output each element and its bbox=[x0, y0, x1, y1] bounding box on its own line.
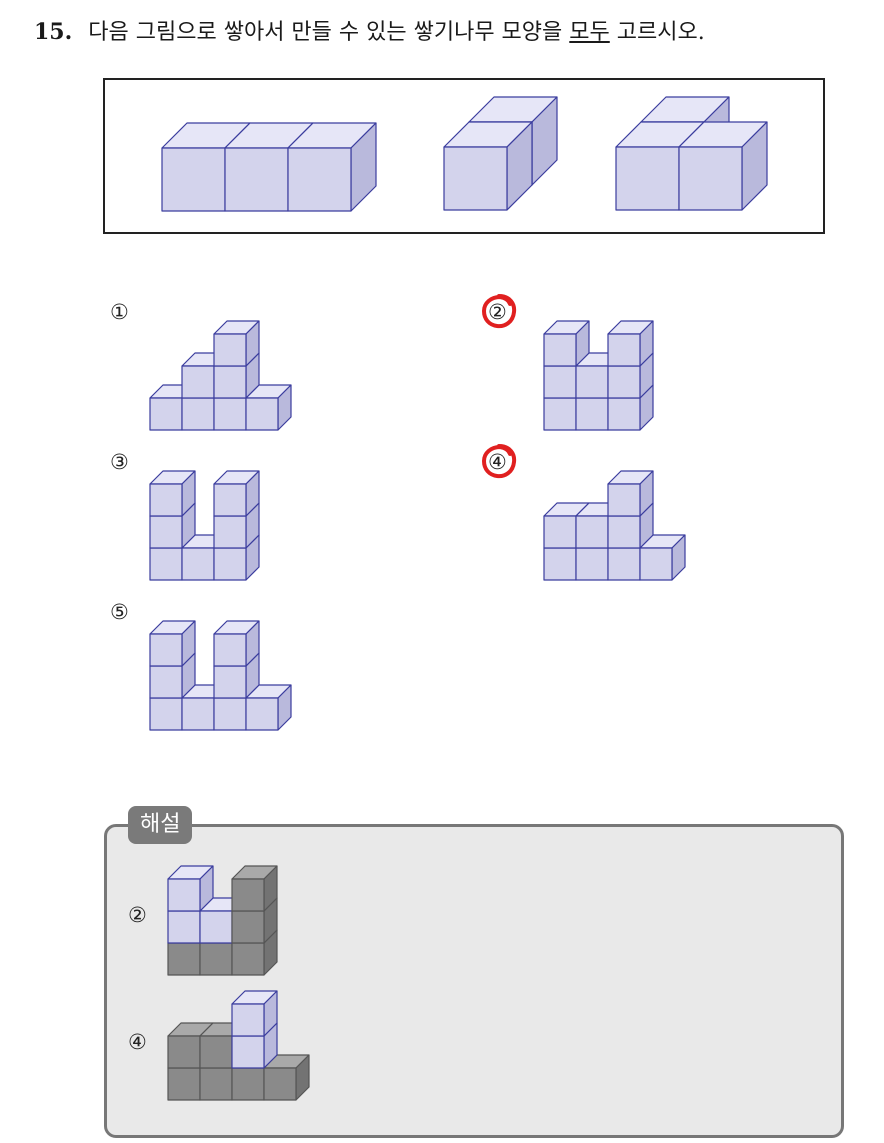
cube bbox=[231, 865, 278, 912]
cube bbox=[149, 620, 196, 667]
given-pieces-frame bbox=[103, 78, 825, 234]
question-text: 다음 그림으로 쌓아서 만들 수 있는 쌓기나무 모양을 모두 고르시오. bbox=[88, 20, 705, 45]
piece-two-deep bbox=[443, 96, 558, 211]
cube bbox=[213, 470, 260, 517]
emphasis-underline: 모두 bbox=[569, 20, 610, 45]
cube bbox=[167, 865, 214, 912]
solution-4-shape bbox=[167, 990, 310, 1101]
solution-4-marker: ④ bbox=[128, 1030, 147, 1054]
option-4-marker[interactable]: ④ bbox=[488, 450, 507, 474]
option-1-shape[interactable] bbox=[140, 310, 310, 440]
option-3-marker[interactable]: ③ bbox=[110, 450, 129, 474]
option-5-shape[interactable] bbox=[140, 610, 310, 740]
option-2-marker[interactable]: ② bbox=[488, 300, 507, 324]
cube bbox=[231, 990, 278, 1037]
question-line: 15. 다음 그림으로 쌓아서 만들 수 있는 쌓기나무 모양을 모두 고르시오. bbox=[34, 14, 705, 46]
cube bbox=[443, 121, 533, 211]
cube bbox=[543, 320, 590, 367]
question-number: 15. bbox=[34, 19, 73, 45]
option-5-marker[interactable]: ⑤ bbox=[110, 600, 129, 624]
answer-circle-4 bbox=[481, 444, 517, 479]
cube bbox=[287, 122, 377, 212]
option-4-shape[interactable] bbox=[534, 460, 704, 590]
solution-tag: 해설 bbox=[128, 806, 193, 844]
option-2-shape[interactable] bbox=[534, 310, 674, 440]
cube bbox=[149, 470, 196, 517]
cube bbox=[607, 470, 654, 517]
piece-l-shape bbox=[615, 96, 768, 211]
cube bbox=[245, 684, 292, 731]
cube bbox=[245, 384, 292, 431]
cube bbox=[678, 121, 768, 211]
option-3-shape[interactable] bbox=[140, 460, 280, 590]
cube bbox=[607, 320, 654, 367]
cube bbox=[213, 620, 260, 667]
cube bbox=[639, 534, 686, 581]
cube bbox=[263, 1054, 310, 1101]
option-1-marker[interactable]: ① bbox=[110, 300, 129, 324]
piece-three-in-row bbox=[161, 122, 377, 212]
solution-2-marker: ② bbox=[128, 903, 147, 927]
solution-2-shape bbox=[167, 865, 278, 976]
cube bbox=[213, 320, 260, 367]
answer-circle-2 bbox=[481, 294, 517, 329]
